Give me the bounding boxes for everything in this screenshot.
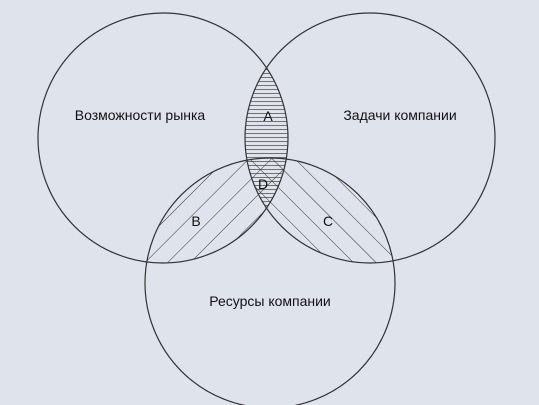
region-d-label: D xyxy=(258,176,268,192)
region-b-label: B xyxy=(191,213,200,229)
label-tasks: Задачи компании xyxy=(343,107,456,123)
label-market: Возможности рынка xyxy=(75,107,206,123)
label-resources: Ресурсы компании xyxy=(209,293,331,309)
circle-tasks xyxy=(244,12,496,264)
region-a-label: A xyxy=(263,108,273,124)
region-c-label: C xyxy=(323,213,333,229)
circle-market xyxy=(37,12,289,264)
circle-resources xyxy=(144,157,396,405)
